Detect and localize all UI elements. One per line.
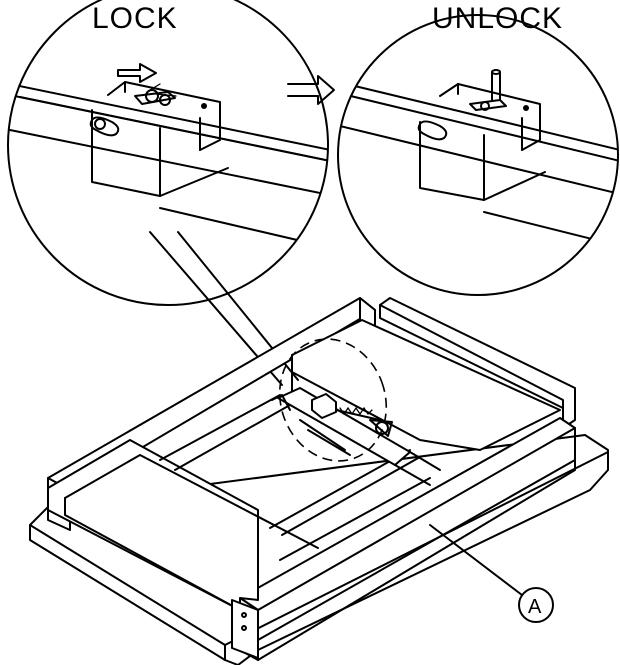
detail-highlight-circle — [278, 338, 388, 462]
callout-a-label: A — [528, 596, 542, 618]
lock-label: LOCK — [92, 2, 178, 35]
lock-detail-circle — [7, 0, 329, 306]
transition-arrow — [287, 75, 335, 105]
bed-frame — [29, 297, 609, 665]
unlock-detail-circle — [337, 14, 619, 296]
callout-a: A — [429, 524, 554, 623]
